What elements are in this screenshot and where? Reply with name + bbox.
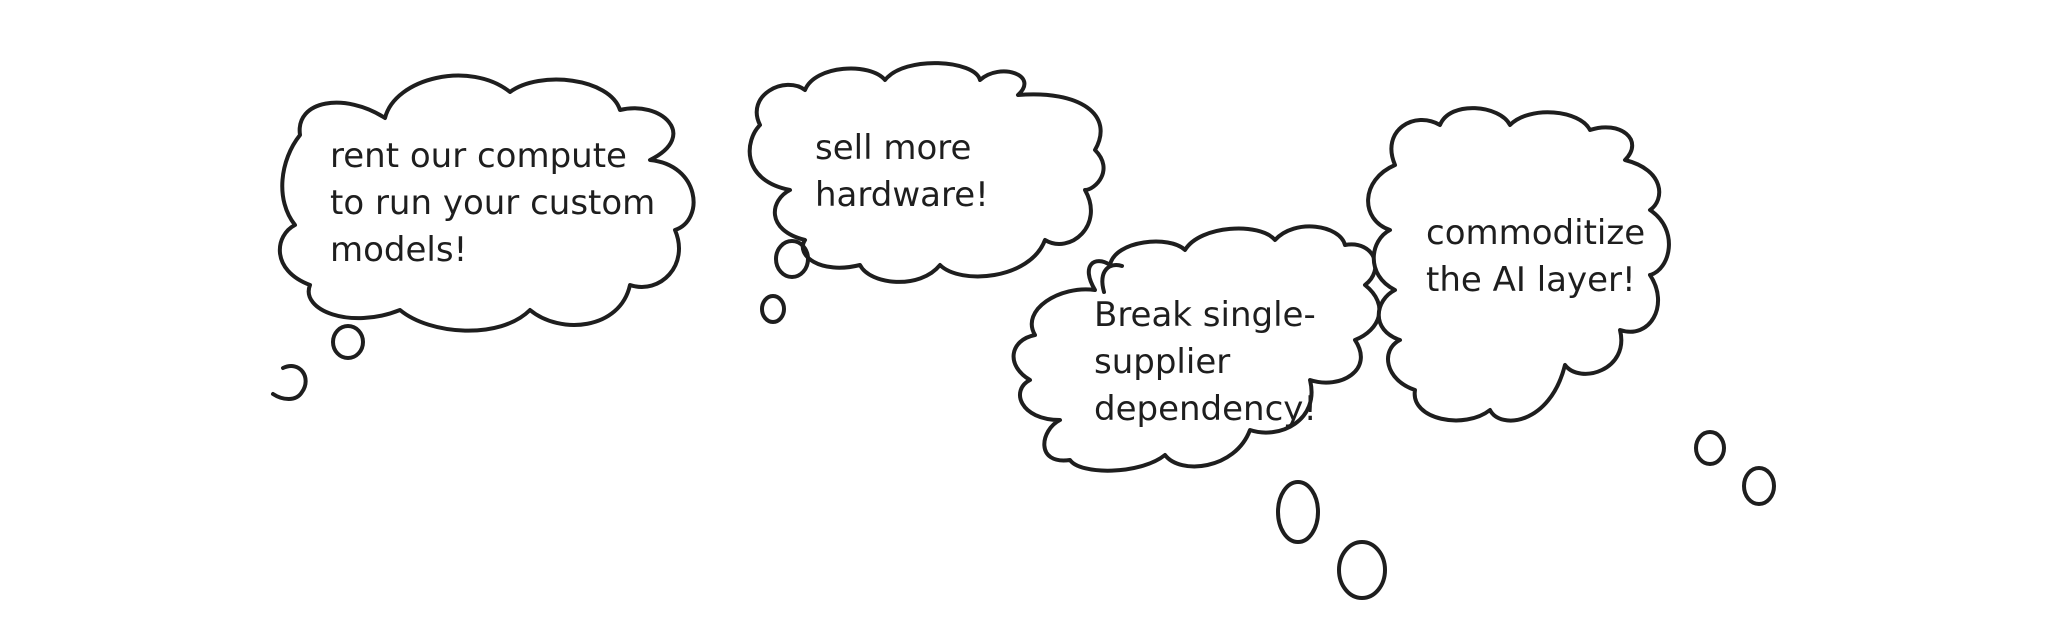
- thought-bubble-large: [331, 324, 365, 360]
- thought-cloud-ai-layer: [1366, 106, 1776, 506]
- thought-bubble-large: [774, 239, 810, 279]
- thought-line: rent our compute: [330, 136, 627, 176]
- thought-bubble-small: [1337, 540, 1387, 600]
- thought-bubble-large: [1694, 430, 1726, 466]
- thought-cloud-hardware: [747, 61, 1106, 324]
- thought-line: dependency!: [1094, 389, 1318, 429]
- cloud-outline: [747, 61, 1106, 284]
- thought-cloud-compute: [271, 73, 696, 401]
- thought-line: Break single-: [1094, 295, 1316, 335]
- cloud-outline: [1366, 106, 1671, 423]
- thought-line: models!: [330, 230, 468, 270]
- thought-bubble-small: [271, 364, 308, 401]
- cloud-outline: [277, 73, 696, 333]
- cloud-inner-curl: [1100, 263, 1124, 294]
- thought-cloud-supplier: [1011, 224, 1387, 600]
- thought-line: commoditize: [1426, 213, 1646, 253]
- thought-bubble-small: [760, 294, 786, 324]
- thought-text-ai-layer: commoditize the AI layer!: [1426, 210, 1645, 304]
- thought-text-compute: rent our compute to run your custom mode…: [330, 133, 655, 274]
- thought-text-supplier: Break single- supplier dependency!: [1094, 292, 1317, 433]
- thought-line: supplier: [1094, 342, 1231, 382]
- thought-line: the AI layer!: [1426, 260, 1636, 300]
- thought-line: hardware!: [815, 175, 989, 215]
- thought-line: to run your custom: [330, 183, 656, 223]
- thought-bubble-large: [1276, 480, 1320, 544]
- thought-line: sell more: [815, 128, 972, 168]
- thought-bubble-small: [1742, 466, 1776, 506]
- thought-text-hardware: sell more hardware!: [815, 125, 989, 219]
- cloud-outline: [1011, 224, 1382, 473]
